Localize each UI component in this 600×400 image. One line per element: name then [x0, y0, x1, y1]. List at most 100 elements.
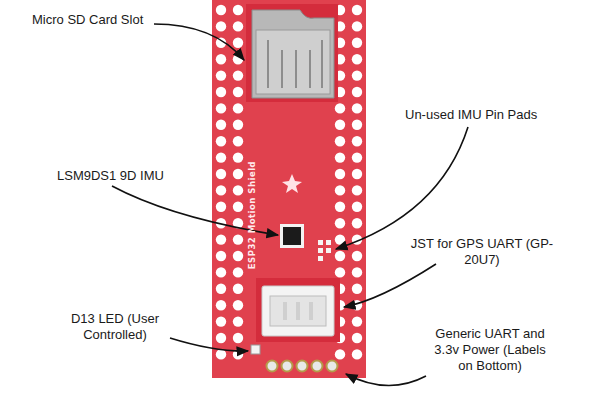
header-hole: [352, 152, 362, 162]
header-hole: [233, 87, 243, 97]
header-hole: [216, 169, 226, 179]
header-hole: [233, 185, 243, 195]
header-hole: [335, 152, 345, 162]
header-hole: [216, 136, 226, 146]
header-hole: [216, 54, 226, 64]
header-hole: [233, 152, 243, 162]
header-hole: [216, 21, 226, 31]
sd-card-slot: [252, 10, 334, 98]
header-hole: [233, 136, 243, 146]
header-hole: [352, 267, 362, 277]
header-hole: [335, 169, 345, 179]
jst-pad-area: [256, 278, 340, 342]
header-hole: [233, 202, 243, 212]
header-hole: [233, 5, 243, 15]
header-hole: [335, 136, 345, 146]
header-holes: [216, 5, 362, 360]
header-hole: [233, 54, 243, 64]
imu-pin-pads: [318, 240, 331, 261]
sd-pad-area: [246, 4, 338, 102]
header-hole: [335, 267, 345, 277]
header-hole: [352, 218, 362, 228]
header-hole: [216, 152, 226, 162]
header-hole: [216, 234, 226, 244]
header-hole: [233, 333, 243, 343]
jst-pins: [283, 302, 313, 320]
header-hole: [352, 333, 362, 343]
header-hole: [335, 349, 345, 359]
header-hole: [335, 234, 345, 244]
header-hole: [233, 300, 243, 310]
header-hole: [352, 316, 362, 326]
leader-line: [344, 264, 436, 307]
header-hole: [216, 267, 226, 277]
sd-contacts: [268, 40, 322, 88]
leader-line: [336, 127, 468, 249]
leader-line: [170, 338, 248, 351]
header-hole: [233, 251, 243, 261]
part-label: Generic UART and 3.3v Power (Labels on B…: [431, 326, 549, 374]
leader-line: [154, 24, 244, 60]
part-label: D13 LED (User Controlled): [40, 311, 190, 343]
header-hole: [352, 349, 362, 359]
header-hole: [352, 202, 362, 212]
header-hole: [352, 5, 362, 15]
header-hole: [335, 185, 345, 195]
header-hole: [216, 202, 226, 212]
header-hole: [233, 120, 243, 130]
header-hole: [233, 316, 243, 326]
part-label: LSM9DS1 9D IMU: [57, 168, 164, 184]
board-silkscreen: ESP32 Motion Shield: [247, 161, 257, 269]
header-hole: [216, 5, 226, 15]
header-hole: [352, 21, 362, 31]
header-hole: [335, 120, 345, 130]
header-hole: [335, 103, 345, 113]
part-label: Micro SD Card Slot: [32, 12, 143, 28]
header-hole: [352, 284, 362, 294]
header-hole: [216, 120, 226, 130]
header-hole: [233, 21, 243, 31]
header-hole: [335, 218, 345, 228]
header-hole: [352, 251, 362, 261]
header-hole: [216, 300, 226, 310]
jst-socket: [270, 296, 326, 326]
header-hole: [233, 103, 243, 113]
header-hole: [352, 103, 362, 113]
header-hole: [335, 251, 345, 261]
header-hole: [216, 284, 226, 294]
header-hole: [216, 333, 226, 343]
header-hole: [352, 120, 362, 130]
header-hole: [233, 38, 243, 48]
leader-lines: [112, 24, 468, 386]
part-label: Un-used IMU Pin Pads: [405, 107, 537, 123]
header-hole: [216, 70, 226, 80]
header-hole: [335, 202, 345, 212]
header-hole: [233, 267, 243, 277]
header-hole: [233, 234, 243, 244]
header-hole: [352, 54, 362, 64]
header-hole: [352, 70, 362, 80]
header-hole: [233, 284, 243, 294]
header-hole: [352, 38, 362, 48]
header-hole: [352, 169, 362, 179]
header-hole: [216, 185, 226, 195]
uart-header-pads: [267, 361, 338, 372]
part-label: JST for GPS UART (GP-20U7): [402, 236, 562, 268]
header-hole: [233, 70, 243, 80]
jst-connector: [262, 286, 334, 336]
header-hole: [216, 251, 226, 261]
header-hole: [352, 136, 362, 146]
imu-pad: [280, 224, 304, 248]
imu-chip: [283, 227, 301, 245]
leader-line: [346, 374, 426, 386]
header-hole: [233, 169, 243, 179]
header-hole: [216, 87, 226, 97]
pcb-board: [212, 0, 366, 378]
sd-slot-cover: [256, 30, 330, 94]
header-hole: [352, 185, 362, 195]
header-hole: [216, 316, 226, 326]
d13-led: [251, 345, 260, 354]
header-hole: [352, 87, 362, 97]
logo-star: [282, 174, 302, 193]
